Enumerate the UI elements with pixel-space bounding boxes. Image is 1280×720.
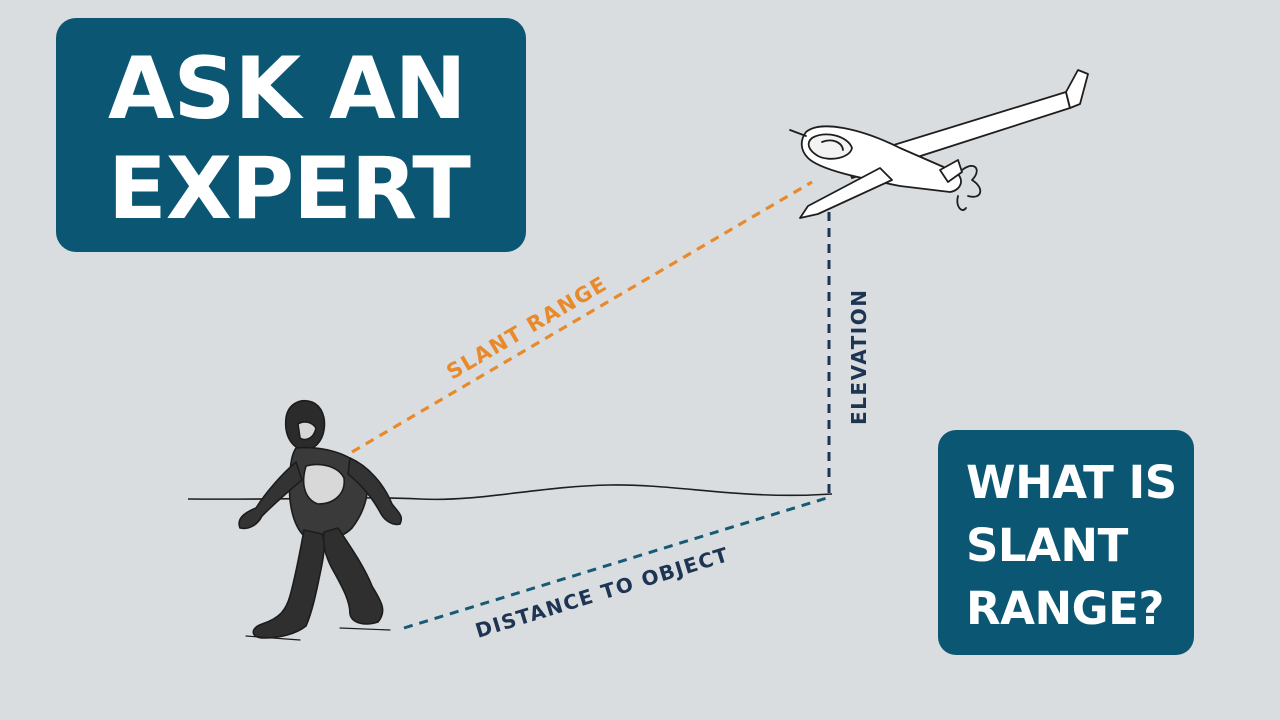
question-line-1: WHAT IS — [966, 456, 1177, 509]
title-line-2: EXPERT — [108, 139, 471, 239]
title-line-1: ASK AN — [108, 39, 467, 139]
slant-range-label: SLANT RANGE — [442, 271, 611, 384]
question-box: WHAT IS SLANT RANGE? — [938, 430, 1194, 655]
slant-range-line — [351, 180, 813, 454]
elevation-label: ELEVATION — [847, 289, 871, 425]
distance-label: DISTANCE TO OBJECT — [472, 542, 732, 643]
bigfoot-illustration — [238, 400, 403, 641]
question-line-2: SLANT — [966, 519, 1128, 572]
question-line-3: RANGE? — [966, 582, 1164, 635]
title-box: ASK AN EXPERT — [56, 18, 526, 252]
distance-line — [403, 495, 831, 630]
drone-illustration — [789, 69, 1089, 219]
